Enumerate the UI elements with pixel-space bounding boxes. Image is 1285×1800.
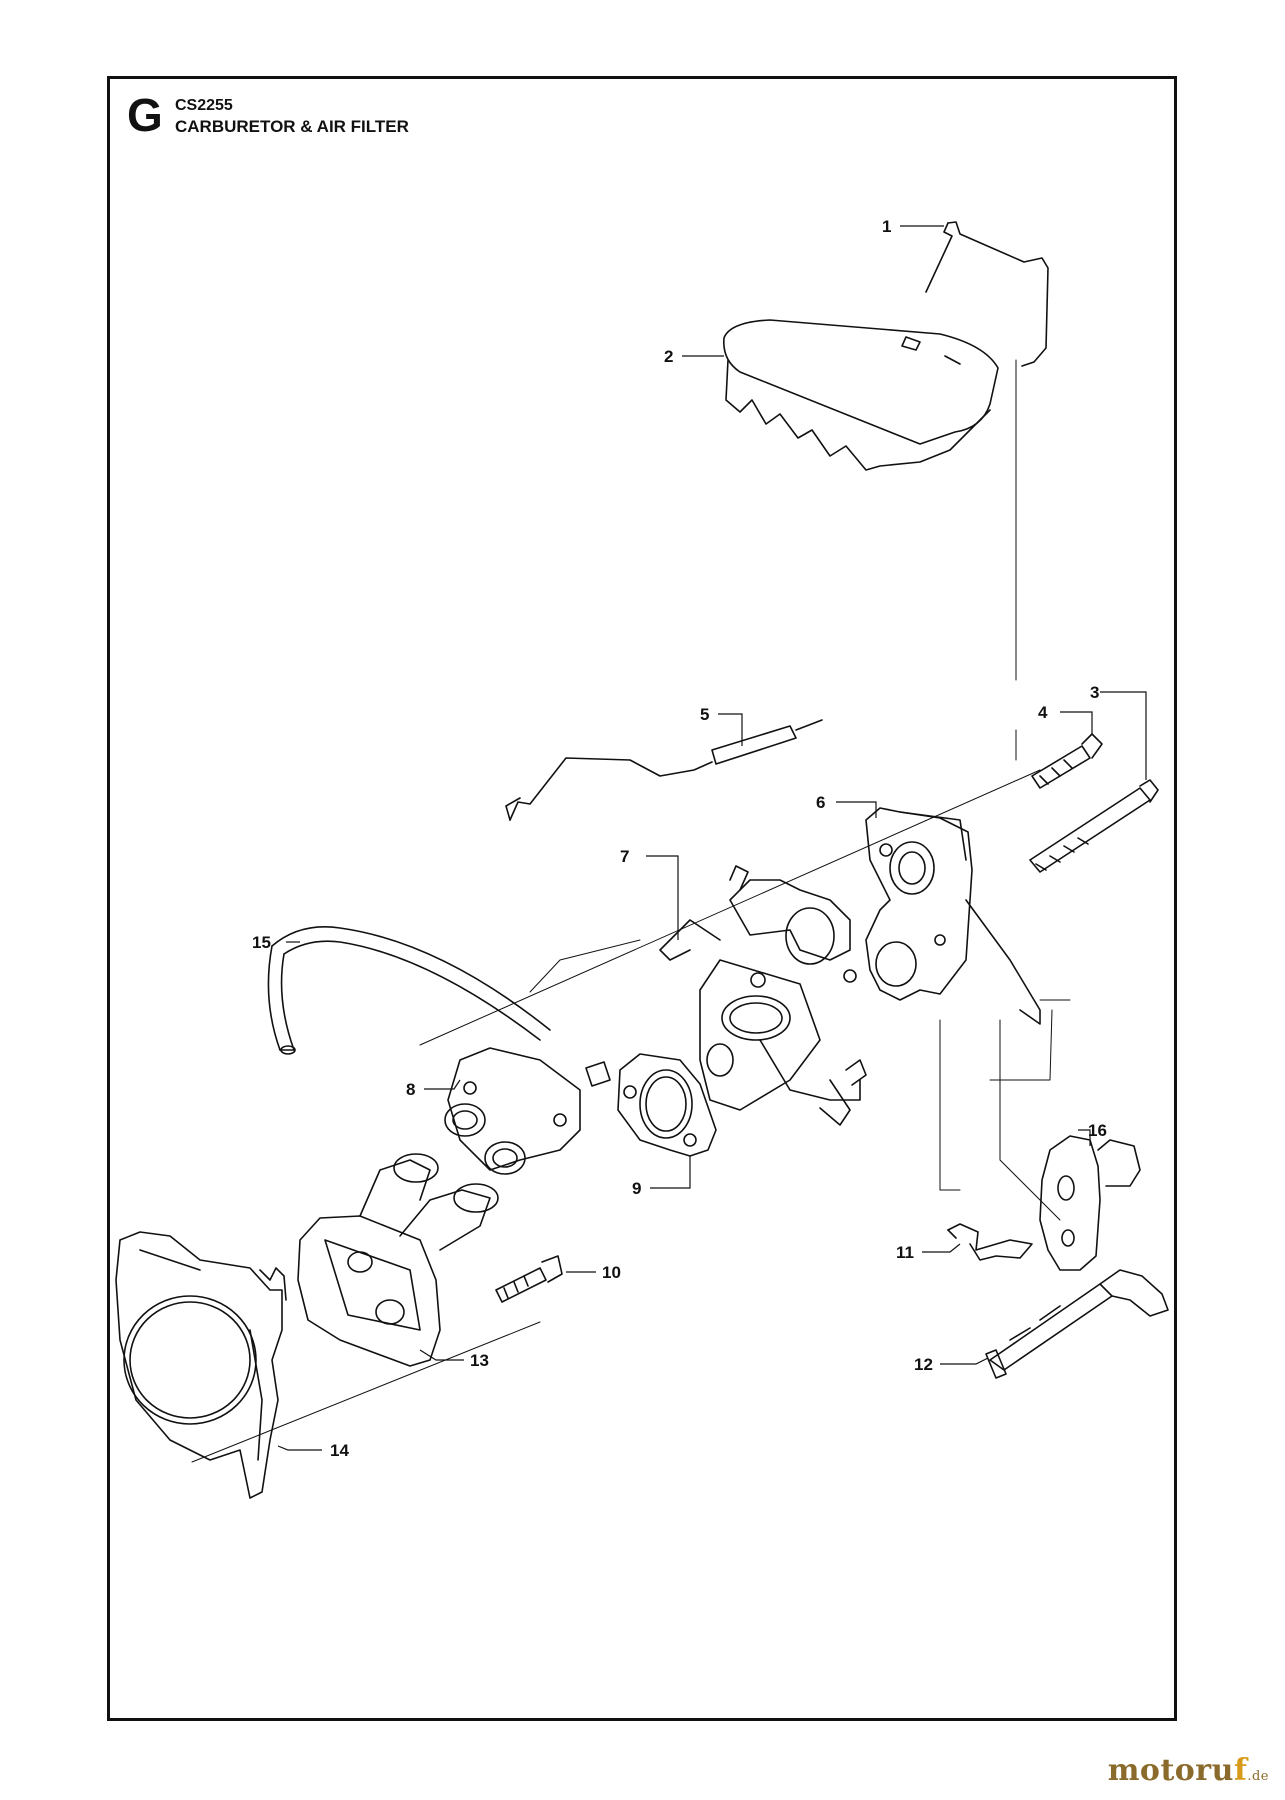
callout-14: 14 bbox=[330, 1441, 349, 1460]
part-11-throttle-rod bbox=[947, 1223, 1033, 1261]
part-14-baffle-plate bbox=[115, 1231, 287, 1499]
callout-15: 15 bbox=[252, 933, 271, 952]
section-title: CARBURETOR & AIR FILTER bbox=[175, 117, 409, 136]
callout-1: 1 bbox=[882, 217, 891, 236]
diagram-frame bbox=[107, 76, 1177, 1721]
part-10-screw bbox=[495, 1255, 563, 1303]
part-8-intake-elbow bbox=[444, 1047, 581, 1175]
callout-11: 11 bbox=[896, 1243, 914, 1262]
callout-12: 12 bbox=[914, 1355, 933, 1374]
callout-7: 7 bbox=[620, 847, 629, 866]
site-watermark: motoruf.de bbox=[1107, 1753, 1269, 1788]
callout-3: 3 bbox=[1090, 683, 1099, 702]
part-5-choke-rod bbox=[505, 719, 823, 821]
part-15-fuel-hose bbox=[267, 926, 551, 1055]
callout-10: 10 bbox=[602, 1263, 621, 1282]
callout-9: 9 bbox=[632, 1179, 641, 1198]
callout-leaders bbox=[277, 225, 1147, 1451]
part-16-throttle-housing bbox=[1039, 1135, 1141, 1271]
part-nipple bbox=[585, 1061, 611, 1087]
model-code: CS2255 bbox=[175, 97, 233, 114]
part-12-throttle-lever bbox=[985, 1269, 1169, 1379]
part-1-wire-clip bbox=[925, 221, 1049, 367]
part-6-intake-adapter bbox=[865, 807, 1041, 1025]
callout-16: 16 bbox=[1088, 1121, 1107, 1140]
part-2-air-filter-cover bbox=[723, 319, 999, 471]
callout-8: 8 bbox=[406, 1080, 415, 1099]
callout-numbers: 1 2 3 4 5 6 7 8 9 10 11 12 13 14 15 16 bbox=[252, 217, 1107, 1460]
callout-5: 5 bbox=[700, 705, 709, 724]
section-letter: G bbox=[127, 89, 163, 141]
part-4-short-bolt bbox=[1031, 733, 1103, 789]
callout-2: 2 bbox=[664, 347, 673, 366]
part-9-flange-gasket bbox=[617, 1053, 717, 1157]
assembly-guide-lines bbox=[191, 359, 1071, 1463]
part-13-intake-manifold bbox=[297, 1153, 499, 1367]
callout-6: 6 bbox=[816, 793, 825, 812]
callout-4: 4 bbox=[1038, 703, 1048, 722]
part-3-long-bolt bbox=[1029, 779, 1159, 873]
part-7-carburetor bbox=[659, 865, 867, 1126]
callout-13: 13 bbox=[470, 1351, 489, 1370]
